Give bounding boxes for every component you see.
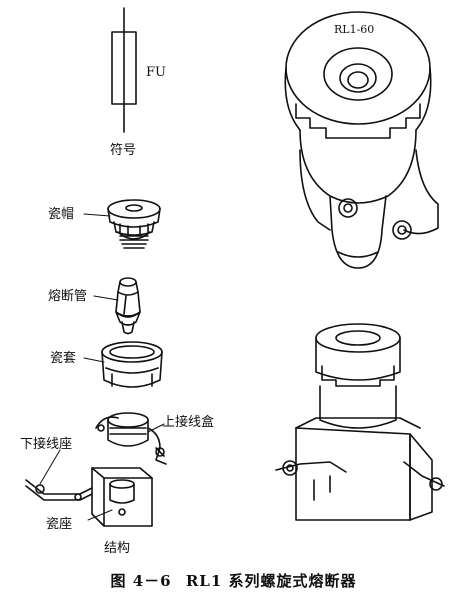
upper-terminal-label: 上接线盒 <box>162 415 215 430</box>
assembled-fuse <box>285 12 438 268</box>
cap-label: 瓷帽 <box>48 207 75 222</box>
sleeve-label: 瓷套 <box>50 351 77 366</box>
figure-number: 图 4－6 <box>110 572 172 590</box>
structure-label: 结构 <box>104 541 131 556</box>
lower-terminal-label: 下接线座 <box>20 437 73 452</box>
sectioned-fuse <box>276 324 444 520</box>
base-label: 瓷座 <box>46 517 73 532</box>
fuse-tube-label: 熔断管 <box>48 289 88 304</box>
fuse-tube <box>116 278 140 334</box>
symbol-caption: 符号 <box>110 143 137 158</box>
porcelain-sleeve <box>102 342 162 387</box>
figure-title: RL1 系列螺旋式熔断器 <box>185 572 357 590</box>
figure-caption: 图 4－6 RL1 系列螺旋式熔断器 <box>0 570 467 591</box>
upper-terminal <box>96 413 166 464</box>
fuse-symbol <box>112 8 136 132</box>
leader-lines <box>40 214 164 520</box>
porcelain-base <box>26 468 152 526</box>
symbol-code: FU <box>146 65 166 80</box>
porcelain-cap <box>108 200 160 248</box>
model-label: RL1-60 <box>334 23 375 36</box>
